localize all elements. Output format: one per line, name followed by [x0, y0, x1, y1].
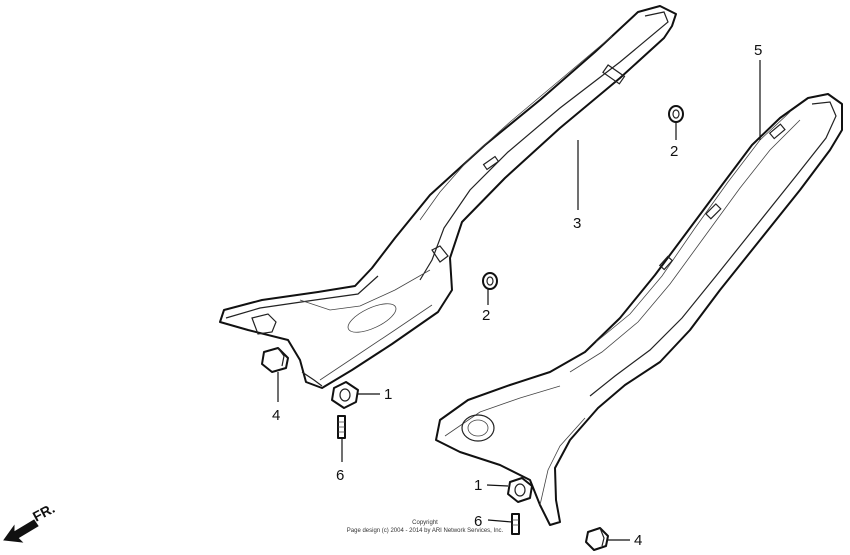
callout-6-left: 6 [336, 467, 344, 484]
copyright-line-2: Page design (c) 2004 - 2014 by ARI Netwo… [347, 528, 504, 534]
bolt-right [511, 513, 520, 535]
collar-left [331, 381, 359, 409]
mount-rubber-left [261, 347, 289, 373]
callout-1-left: 1 [384, 386, 392, 403]
callout-4-left: 4 [272, 407, 280, 424]
grommet-top [668, 105, 684, 123]
front-direction-indicator: FR. [3, 500, 57, 543]
grommet-middle [482, 272, 498, 290]
callout-5: 5 [754, 42, 762, 59]
callout-3: 3 [573, 215, 581, 232]
callout-4-right: 4 [634, 532, 642, 549]
callout-2-top: 2 [670, 143, 678, 160]
mount-rubber-right [585, 527, 609, 551]
left-side-cover [219, 5, 677, 389]
leader-lines [277, 60, 761, 541]
copyright-line-1: Copyright [412, 520, 438, 526]
front-arrow-icon [3, 519, 39, 543]
callout-6-right: 6 [474, 513, 482, 530]
collar-right [507, 477, 533, 503]
callout-2-middle: 2 [482, 307, 490, 324]
callout-1-right: 1 [474, 477, 482, 494]
bolt-left [337, 415, 346, 439]
